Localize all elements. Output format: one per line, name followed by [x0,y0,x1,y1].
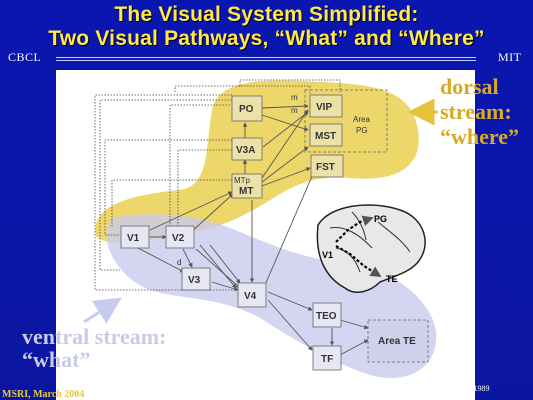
area-mst-box [309,123,343,147]
citation-credit: Desimone & Ungerleider, 1989 [389,384,490,393]
area-fst-label: FST [316,162,335,173]
slide-title-line2: Two Visual Pathways, “What” and “Where” [48,27,485,50]
area-teo-box [312,302,342,328]
area-po-label: PO [239,104,254,115]
area-mst-label: MST [315,131,336,142]
area-v1-label: V1 [127,233,140,244]
connection-arrows [137,103,369,356]
brain-pg-label: PG [374,214,387,224]
area-v2-label: V2 [172,233,185,244]
area-po-box [231,95,263,122]
area-pg-label-line1: Area [353,115,370,124]
area-mt-box [231,173,263,199]
area-teo-label: TEO [316,311,337,322]
header-rule-bottom [56,60,476,61]
footer-event-label: MSRI, March 2004 [2,389,85,400]
area-v3-label: V3 [188,275,201,286]
ventral-pointer-arrow [83,297,122,324]
brain-te-label: TE [386,274,398,284]
area-fst-box [310,154,344,178]
area-pg-box [304,89,388,153]
link-label-m1: m [291,93,298,102]
area-v3-box [181,267,211,291]
ventral-label-line1: ventral stream: [22,324,167,349]
area-tf-box [312,345,342,371]
area-pg-label-line2: PG [356,126,368,135]
link-label-m2: m [291,106,298,115]
area-mt-label: MT [239,186,253,197]
brain-v1-label: V1 [322,250,333,260]
area-te-label: Area TE [378,336,416,347]
link-label-d: d [177,258,181,267]
dorsal-label-line3: “where” [440,124,520,149]
dorsal-label-line2: stream: [440,99,512,124]
area-v3a-label: V3A [236,145,255,156]
mit-label: MIT [498,50,522,64]
area-te-box [367,319,429,363]
ventral-label-line2: “what” [22,347,91,372]
area-vip-label: VIP [316,102,332,113]
cbcl-label: CBCL [8,50,42,64]
area-v3a-box [231,137,263,161]
area-mtp-label: MTp [234,176,251,185]
area-v4-box [237,282,267,308]
area-v2-box [165,225,195,249]
slide-title-line1: The Visual System Simplified: [114,3,419,26]
header-rule-top [56,57,476,58]
dorsal-label-line1: dorsal [440,74,499,99]
monkey-brain-sketch: PG V1 TE [316,204,426,294]
area-v4-label: V4 [244,291,257,302]
ventral-stream-region [106,214,437,378]
dorsal-stream-region [95,80,419,244]
ventral-stream-label: ventral stream: “what” [22,325,166,371]
area-v1-box [120,225,150,249]
dorsal-stream-label: dorsal stream: “where” [440,74,519,149]
area-tf-label: TF [321,354,333,365]
area-vip-box [309,94,343,118]
feedback-lines [94,79,341,291]
